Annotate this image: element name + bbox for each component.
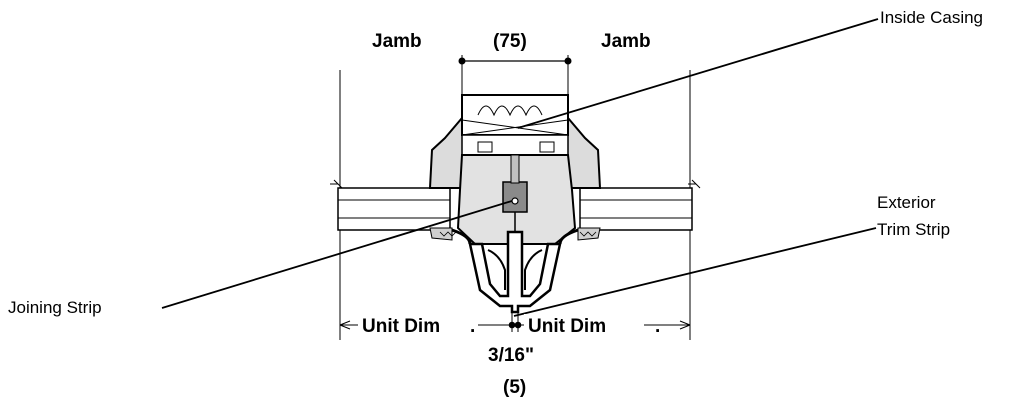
inside-casing-leader bbox=[517, 18, 879, 129]
joining-strip-pointer bbox=[511, 197, 519, 205]
exterior-trim-label-line1: Exterior bbox=[877, 193, 936, 212]
left-frame-profile bbox=[330, 179, 457, 241]
exterior-trim-label-line2: Trim Strip bbox=[877, 220, 950, 239]
unit-dim-right-dot: . bbox=[655, 316, 660, 337]
casing-width-dimension bbox=[458, 55, 572, 95]
casing-width-label: (75) bbox=[493, 31, 527, 52]
inside-casing-label: Inside Casing bbox=[880, 8, 983, 27]
gap-imperial-label: 3/16" bbox=[488, 345, 534, 366]
joining-strip-label: Joining Strip bbox=[8, 298, 102, 317]
unit-dim-left-dot: . bbox=[470, 316, 475, 337]
right-frame-profile bbox=[577, 179, 701, 241]
unit-dim-left-label: Unit Dim bbox=[362, 316, 440, 337]
exterior-trim-leader bbox=[513, 227, 877, 317]
gap-metric-label: (5) bbox=[503, 377, 526, 398]
jamb-left-label: Jamb bbox=[372, 31, 422, 52]
exterior-trim-strip bbox=[451, 228, 579, 314]
unit-dim-right-label: Unit Dim bbox=[528, 316, 606, 337]
joining-strip-leader bbox=[161, 199, 516, 309]
jamb-right-label: Jamb bbox=[601, 31, 651, 52]
